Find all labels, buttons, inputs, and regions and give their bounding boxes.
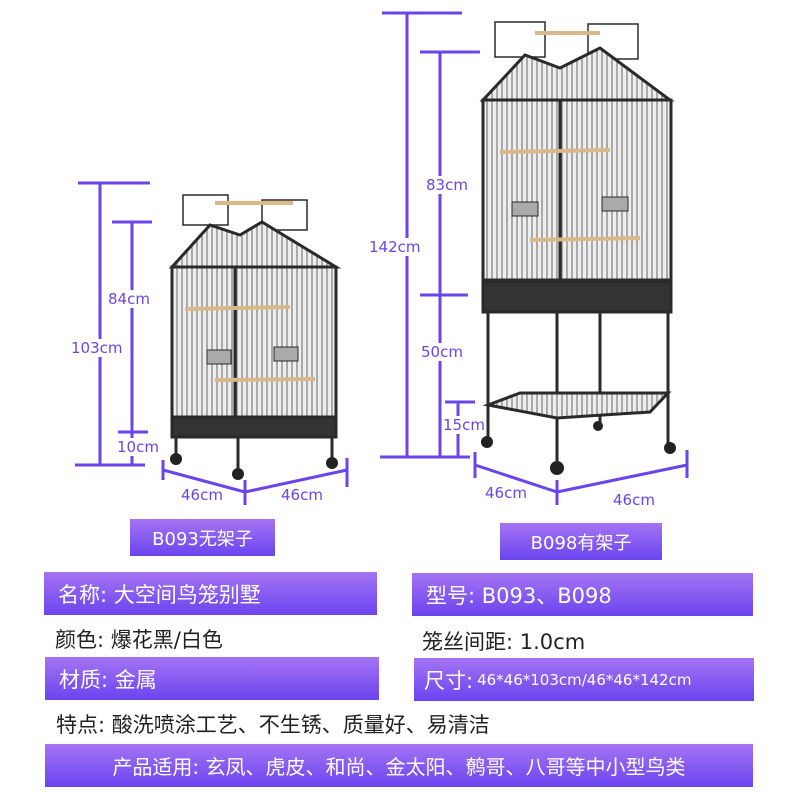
spec-model: 型号: B093、B098 — [412, 573, 753, 616]
spec-material: 材质: 金属 — [45, 657, 379, 700]
spec-features: 特点: 酸洗喷涂工艺、不生锈、质量好、易清洁 — [56, 713, 490, 737]
small-width-label: 46cm — [281, 486, 323, 504]
small-depth-label: 46cm — [181, 486, 223, 504]
large-shelf-height-label: 15cm — [442, 416, 486, 434]
large-stand-height-label: 50cm — [420, 343, 464, 361]
model-b098-badge: B098有架子 — [500, 523, 662, 560]
spec-spacing: 笼丝间距: 1.0cm — [422, 630, 586, 654]
small-total-height-label: 103cm — [70, 339, 124, 357]
spec-usage: 产品适用: 玄凤、虎皮、和尚、金太阳、鹩哥、八哥等中小型鸟类 — [45, 744, 753, 787]
small-base-height-label: 10cm — [116, 438, 160, 456]
large-width-label: 46cm — [613, 491, 655, 509]
spec-color: 颜色: 爆花黑/白色 — [55, 628, 223, 652]
large-total-height-label: 142cm — [368, 238, 422, 256]
small-cage-image — [168, 194, 342, 475]
model-b093-badge: B093无架子 — [130, 519, 275, 556]
product-illustration — [75, 11, 689, 505]
large-cage-image — [479, 21, 675, 465]
small-cage-height-label: 84cm — [107, 290, 151, 308]
spec-name: 名称: 大空间鸟笼别墅 — [44, 572, 377, 615]
spec-size-label: 尺寸: — [424, 668, 474, 693]
spec-size: 尺寸: 46*46*103cm/46*46*142cm — [414, 658, 754, 701]
spec-size-value: 46*46*103cm/46*46*142cm — [477, 670, 692, 689]
large-depth-label: 46cm — [485, 484, 527, 502]
large-cage-height-label: 83cm — [425, 176, 469, 194]
